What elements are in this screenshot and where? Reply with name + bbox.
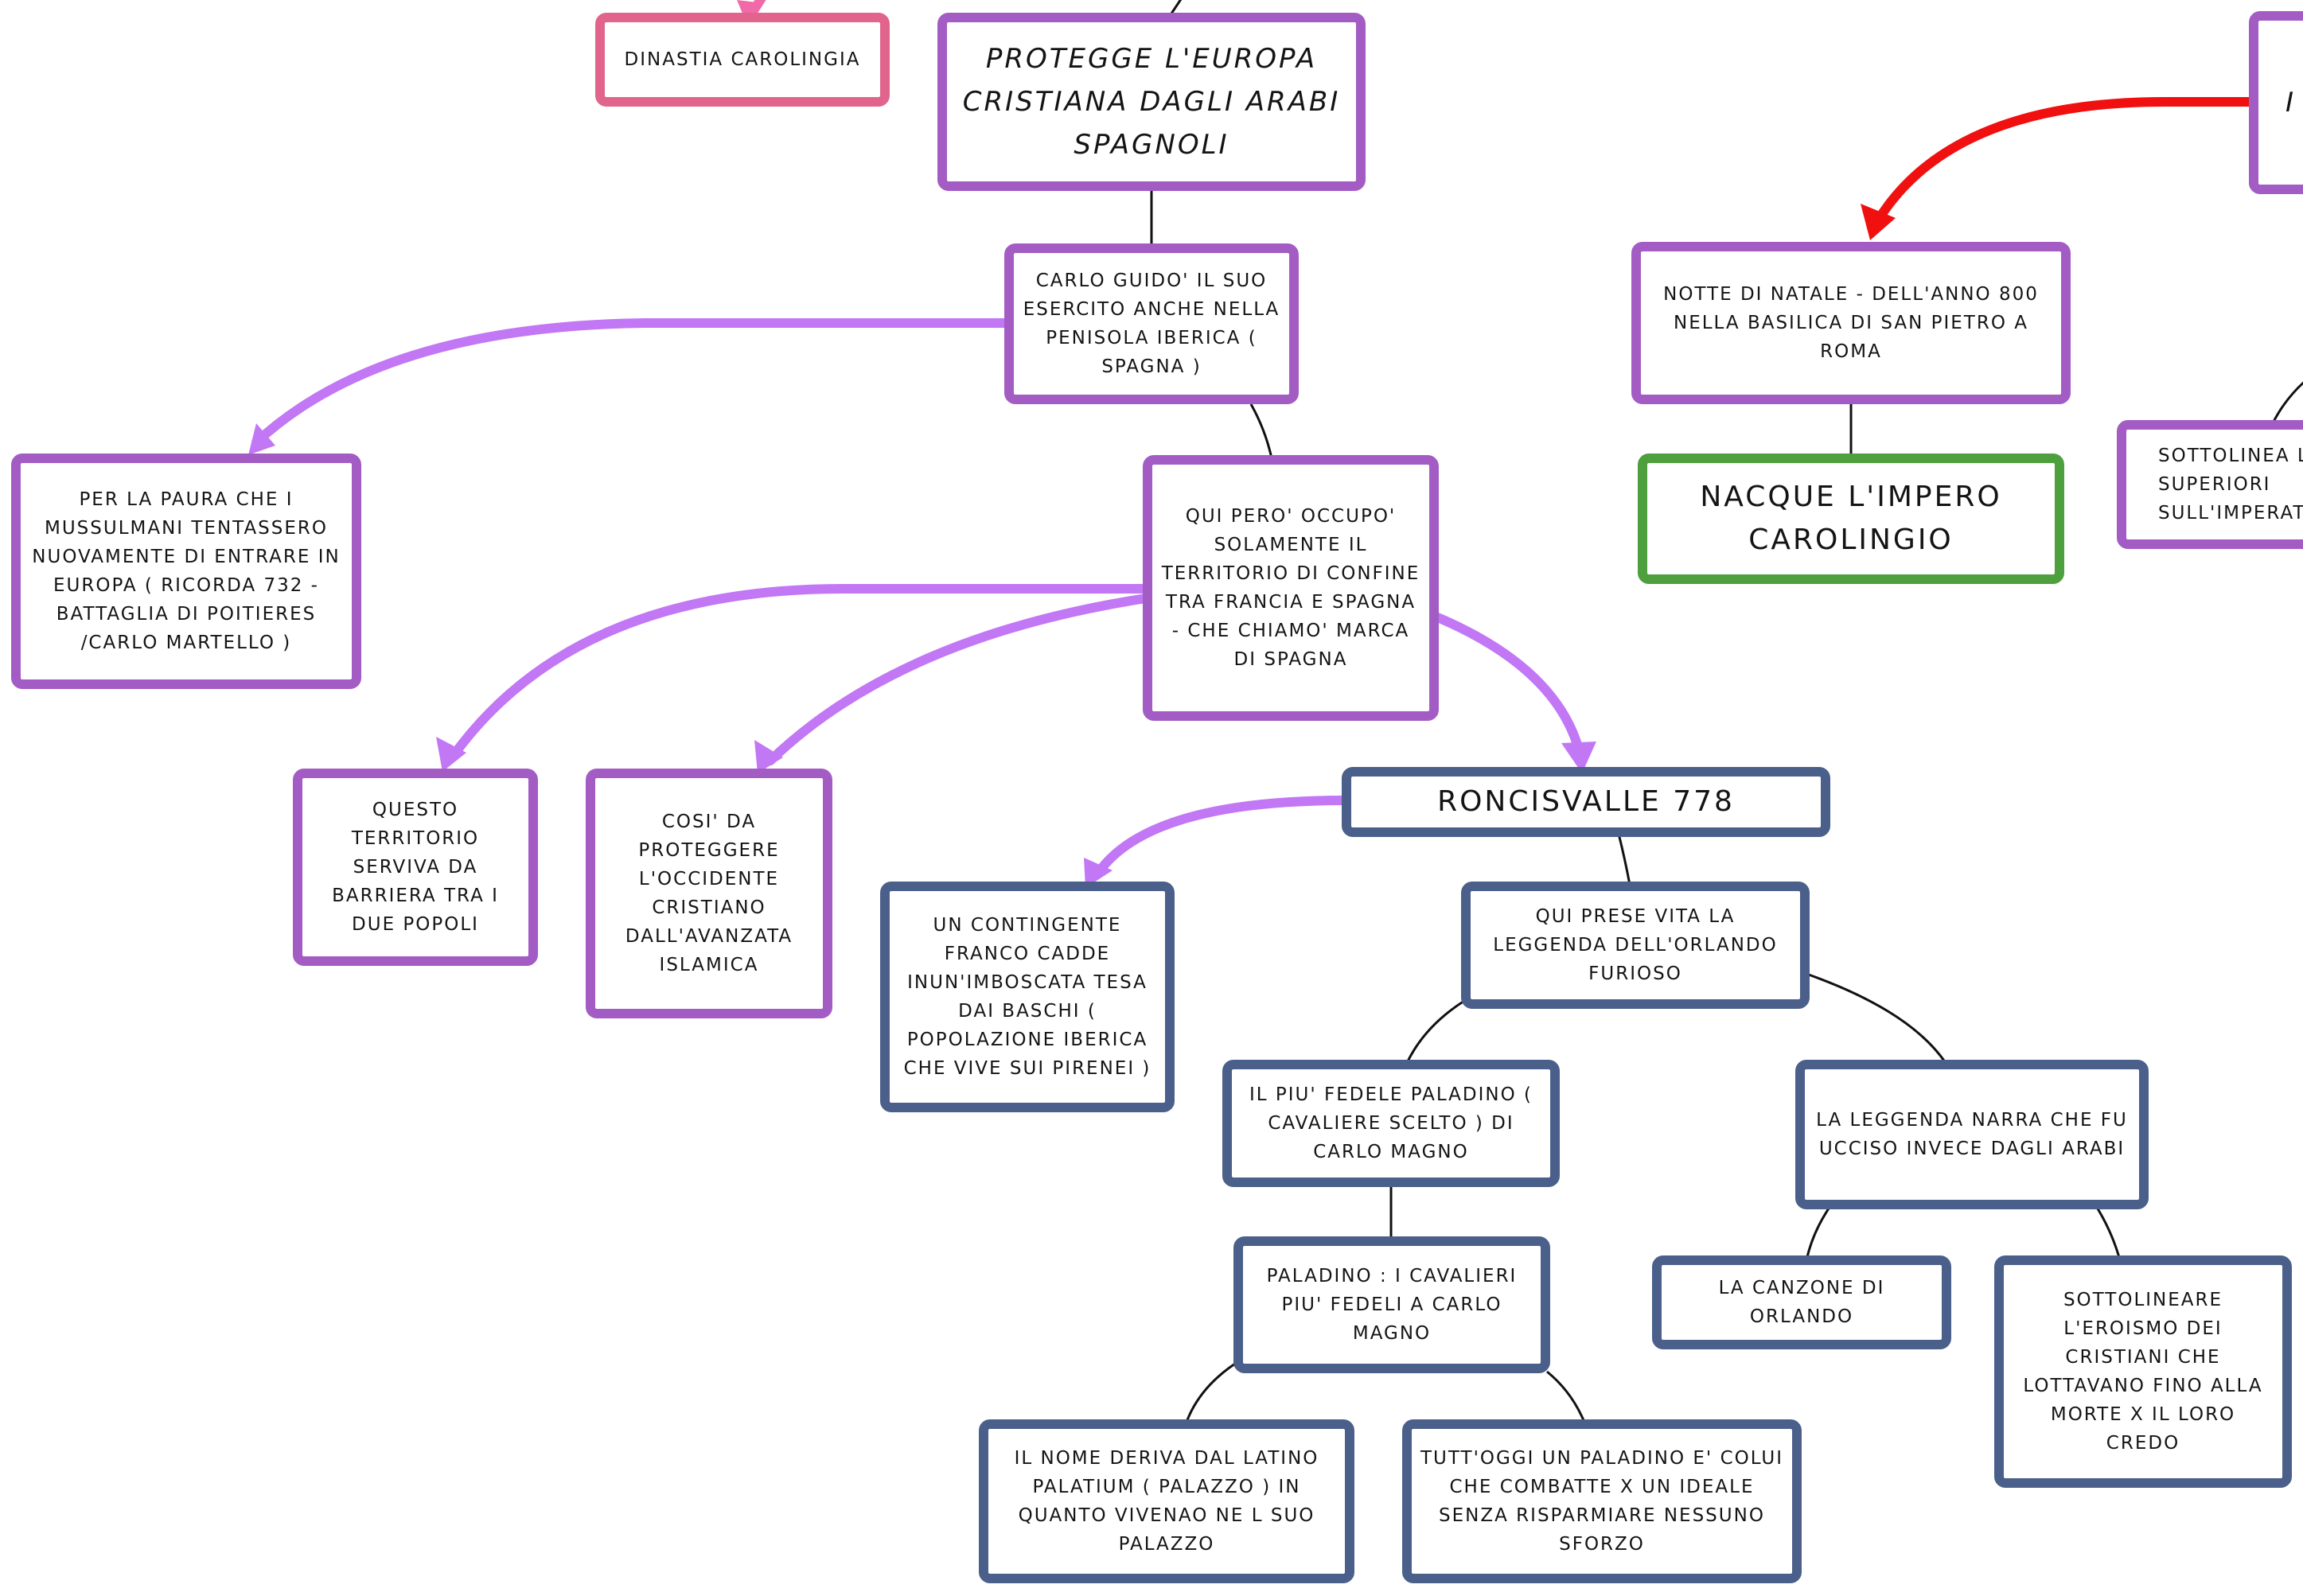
node-dinastia-carolingia[interactable]: DINASTIA CAROLINGIA [595,13,890,107]
arrowhead-barriera [436,737,466,772]
node-narra-text: LA LEGGENDA NARRA CHE FU UCCISO INVECE D… [1816,1110,2128,1159]
connector-narra-canzone [1805,1205,1832,1261]
connector-roncisvalle-leggenda [1617,833,1631,886]
thin-connectors [1150,0,2303,1425]
node-sottolinea-partial[interactable]: SOTTOLINEA L SUPERIORI SULL'IMPERAT [2117,420,2303,549]
node-nacque-impero[interactable]: NACQUE L'IMPERO CAROLINGIO [1638,453,2064,584]
node-proteggere-text: COSI' DA PROTEGGERE L'OCCIDENTE CRISTIAN… [625,812,793,975]
arrow-quipero-roncisvalle [1429,611,1585,761]
node-paladino-text: PALADINO : I CAVALIERI PIU' FEDELI A CAR… [1266,1266,1518,1344]
node-impero-text: NACQUE L'IMPERO CAROLINGIO [1700,481,2002,556]
connector-leggenda-narra [1806,972,1947,1064]
node-protegge-europa[interactable]: PROTEGGE L'EUROPA CRISTIANA DAGLI ARABI … [937,13,1366,191]
node-dinastia-text: DINASTIA CAROLINGIA [624,49,861,70]
arrow-carlo-paura [251,318,1012,447]
arrowhead-red [1861,204,1896,240]
node-carlo-guido[interactable]: CARLO GUIDO' IL SUO ESERCITO ANCHE NELLA… [1004,243,1299,404]
node-leggenda-orlando[interactable]: QUI PRESE VITA LA LEGGENDA DELL'ORLANDO … [1461,882,1810,1009]
connector-right-offscreen [2271,381,2303,424]
arrow-roncisvalle-contingente [1092,796,1350,880]
connector-paladino-tuttoggi [1546,1370,1587,1425]
node-qui-pero-text: QUI PERO' OCCUPO' SOLAMENTE IL TERRITORI… [1161,506,1420,670]
purple-arrows [251,318,1585,880]
arrow-quipero-proteggere [766,594,1151,765]
arrowhead-proteggere [754,740,783,773]
node-notte-natale[interactable]: NOTTE DI NATALE - DELL'ANNO 800 NELLA BA… [1631,242,2071,404]
node-roncisvalle-text: RONCISVALLE 778 [1437,785,1735,818]
node-barriera-text: QUESTO TERRITORIO SERVIVA DA BARRIERA TR… [332,800,499,935]
arrowhead-roncisvalle [1561,742,1596,773]
node-leggenda-text: QUI PRESE VITA LA LEGGENDA DELL'ORLANDO … [1493,906,1778,984]
node-imperatore-partial[interactable]: I [2249,11,2303,194]
connector-leggenda-fedele [1405,999,1465,1064]
node-qui-pero[interactable]: QUI PERO' OCCUPO' SOLAMENTE IL TERRITORI… [1143,455,1439,721]
node-nome-text: IL NOME DERIVA DAL LATINO PALATIUM ( PAL… [1014,1448,1319,1555]
connector-top-offscreen [1168,0,1183,17]
connector-carlo-quipero [1249,403,1273,459]
node-canzone-orlando[interactable]: LA CANZONE DI ORLANDO [1652,1255,1951,1349]
node-carlo-guido-text: CARLO GUIDO' IL SUO ESERCITO ANCHE NELLA… [1023,271,1280,377]
node-imperatore-partial-text: I [2285,87,2297,119]
node-eroismo-text: SOTTOLINEARE L'EROISMO DEI CRISTIANI CHE… [2023,1290,2263,1454]
node-protegge-text: PROTEGGE L'EUROPA CRISTIANA DAGLI ARABI … [962,43,1341,161]
node-barriera[interactable]: QUESTO TERRITORIO SERVIVA DA BARRIERA TR… [293,769,538,966]
arrowhead-paura [248,423,275,455]
node-tuttoggi-text: TUTT'OGGI UN PALADINO E' COLUI CHE COMBA… [1420,1448,1784,1555]
node-tuttoggi-paladino[interactable]: TUTT'OGGI UN PALADINO E' COLUI CHE COMBA… [1402,1419,1802,1583]
arrow-red-natale [1872,97,2258,228]
purple-arrowheads [248,423,1596,888]
connector-paladino-nome [1184,1362,1236,1425]
node-roncisvalle[interactable]: RONCISVALLE 778 [1342,767,1830,837]
node-paura-mussulmani[interactable]: PER LA PAURA CHE I MUSSULMANI TENTASSERO… [11,453,361,689]
node-nome-palatium[interactable]: IL NOME DERIVA DAL LATINO PALATIUM ( PAL… [979,1419,1354,1583]
node-eroismo-cristiani[interactable]: SOTTOLINEARE L'EROISMO DEI CRISTIANI CHE… [1994,1255,2292,1488]
node-proteggere-occidente[interactable]: COSI' DA PROTEGGERE L'OCCIDENTE CRISTIAN… [586,769,832,1018]
node-contingente-text: UN CONTINGENTE FRANCO CADDE INUN'IMBOSCA… [903,915,1152,1079]
node-sottolinea-partial-text: SOTTOLINEA L SUPERIORI SULL'IMPERAT [2158,446,2303,524]
node-contingente-franco[interactable]: UN CONTINGENTE FRANCO CADDE INUN'IMBOSCA… [880,882,1175,1112]
node-paladino-definizione[interactable]: PALADINO : I CAVALIERI PIU' FEDELI A CAR… [1233,1236,1550,1373]
node-fedele-text: IL PIU' FEDELE PALADINO ( CAVALIERE SCEL… [1249,1084,1533,1162]
node-natale-text: NOTTE DI NATALE - DELL'ANNO 800 NELLA BA… [1663,284,2039,362]
arrow-quipero-barriera [447,584,1151,762]
node-canzone-text: LA CANZONE DI ORLANDO [1718,1278,1885,1327]
arrowhead-contingente [1084,858,1113,888]
node-paura-text: PER LA PAURA CHE I MUSSULMANI TENTASSERO… [32,489,341,653]
node-fedele-paladino[interactable]: IL PIU' FEDELE PALADINO ( CAVALIERE SCEL… [1222,1060,1560,1187]
connector-narra-eroismo [2095,1205,2122,1261]
node-leggenda-narra[interactable]: LA LEGGENDA NARRA CHE FU UCCISO INVECE D… [1795,1060,2149,1209]
